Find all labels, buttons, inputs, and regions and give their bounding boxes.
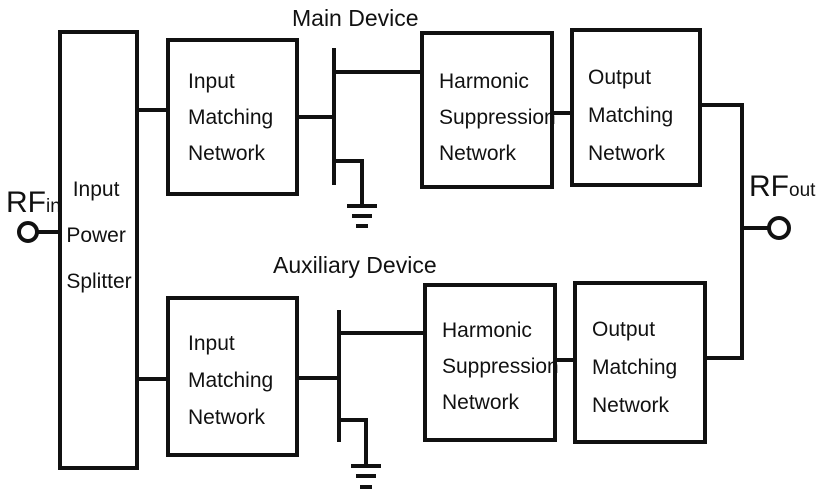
combiner-wire [698,103,744,360]
rf-in-label: RFin [6,186,61,219]
aux-harmonic-suppression-network [423,283,557,442]
splitter-label: Input Power Splitter [66,178,131,293]
aux-imn-label: Input Matching Network [188,332,279,429]
aux-source-wire [337,418,368,466]
rf-out-port-icon [767,216,791,240]
main-imn-label: Input Matching Network [188,70,279,165]
aux-input-matching-network [166,296,299,457]
main-harmonic-suppression-network [420,31,554,189]
wires [36,48,770,466]
main-output-matching-network [570,28,702,187]
aux-ground-icon [351,464,381,489]
rf-in-port-icon [17,221,39,243]
rf-out-label: RFout [749,170,816,203]
main-device-label: Main Device [292,5,419,31]
main-ground-icon [347,204,377,228]
aux-hsn-label: Harmonic Suppression Network [442,319,565,414]
auxiliary-device-label: Auxiliary Device [273,252,437,278]
main-omn-label: Output Matching Network [588,66,679,165]
aux-output-matching-network [573,281,707,444]
main-hsn-label: Harmonic Suppression Network [439,70,562,165]
aux-omn-label: Output Matching Network [592,318,683,417]
main-input-matching-network [166,38,299,196]
main-source-wire [332,159,364,206]
input-power-splitter [58,30,139,470]
